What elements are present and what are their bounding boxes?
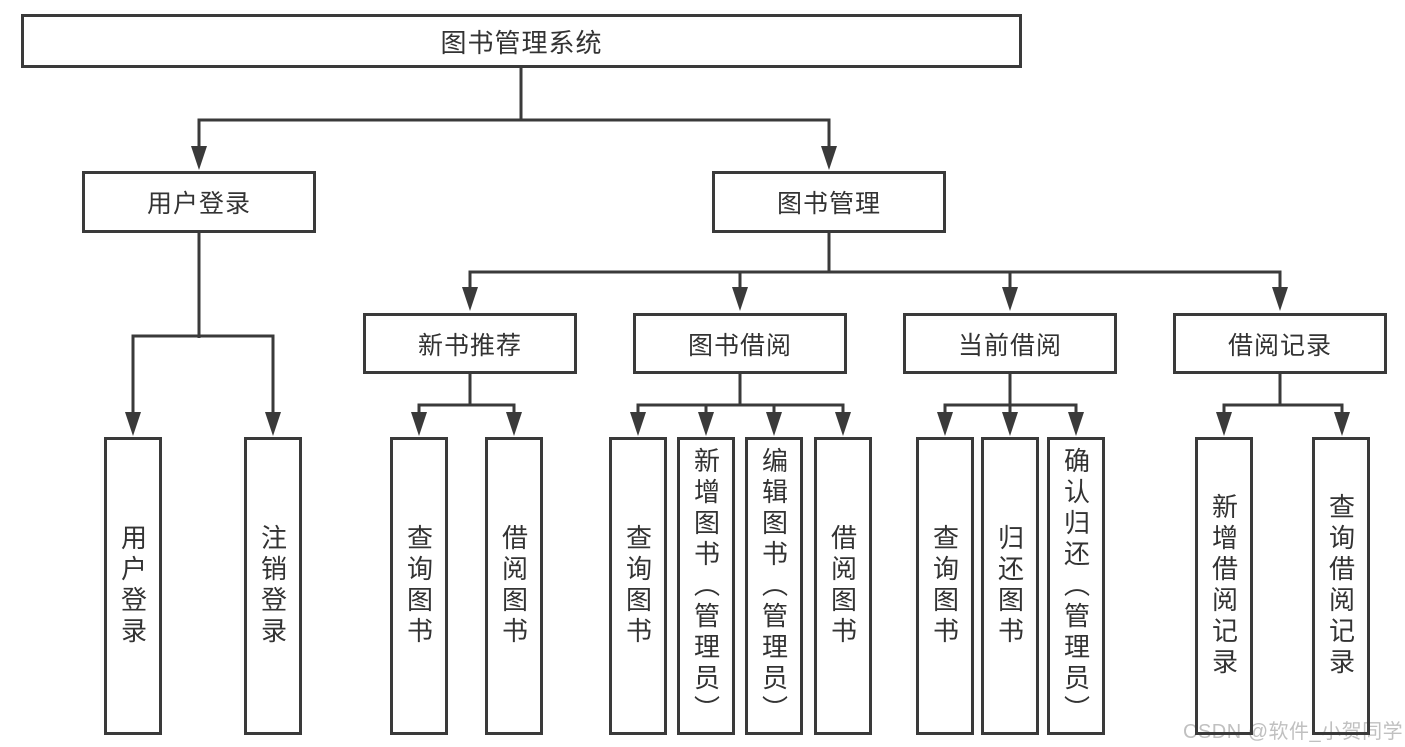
node-label: 新增图书（管理员） xyxy=(690,446,721,726)
node-current-return-books: 归还图书 xyxy=(981,437,1039,735)
node-newbooks-query-books: 查询图书 xyxy=(390,437,448,735)
connector-manage-rail xyxy=(468,270,1282,297)
arrowhead-icon xyxy=(125,412,141,436)
arrowhead-icon xyxy=(506,412,522,436)
node-current-borrow: 当前借阅 xyxy=(903,313,1117,374)
arrowhead-icon xyxy=(1002,287,1018,311)
node-borrow-borrow-books: 借阅图书 xyxy=(814,437,872,735)
connector-level1-rail xyxy=(197,118,831,152)
arrowhead-icon xyxy=(835,412,851,436)
connector-records-rail xyxy=(1222,403,1344,419)
node-label: 查询借阅记录 xyxy=(1325,493,1356,679)
node-label: 确认归还（管理员） xyxy=(1060,446,1091,726)
node-label: 图书管理 xyxy=(776,190,881,218)
watermark-text: CSDN @软件_小贺同学 xyxy=(1183,721,1404,743)
node-label: 查询图书 xyxy=(929,524,960,648)
arrowhead-icon xyxy=(732,287,748,311)
node-label: 当前借阅 xyxy=(957,331,1062,360)
node-new-book-recommend: 新书推荐 xyxy=(363,313,577,374)
node-label: 图书借阅 xyxy=(687,331,792,360)
node-borrow-query-books: 查询图书 xyxy=(609,437,667,735)
node-label: 借阅记录 xyxy=(1227,331,1332,360)
node-label: 用户登录 xyxy=(117,524,148,648)
node-current-confirm-return-admin: 确认归还（管理员） xyxy=(1047,437,1105,735)
connector-newbooks-rail xyxy=(417,403,516,419)
node-root-system: 图书管理系统 xyxy=(21,14,1022,68)
node-label: 新增借阅记录 xyxy=(1208,493,1239,679)
node-logout: 注销登录 xyxy=(244,437,302,735)
arrowhead-icon xyxy=(462,287,478,311)
connector-login-rail xyxy=(131,334,275,417)
node-label: 归还图书 xyxy=(994,524,1025,648)
arrowhead-icon xyxy=(821,146,837,170)
node-borrow-records: 借阅记录 xyxy=(1173,313,1387,374)
arrowhead-icon xyxy=(698,412,714,436)
node-label: 借阅图书 xyxy=(498,524,529,648)
node-label: 注销登录 xyxy=(257,524,288,648)
arrowhead-icon xyxy=(1068,412,1084,436)
arrowhead-icon xyxy=(1334,412,1350,436)
node-login-module: 用户登录 xyxy=(82,171,316,233)
node-label: 借阅图书 xyxy=(827,524,858,648)
node-label: 编辑图书（管理员） xyxy=(758,446,789,726)
node-label: 用户登录 xyxy=(146,190,251,218)
arrowhead-icon xyxy=(411,412,427,436)
arrowhead-icon xyxy=(1002,412,1018,436)
arrowhead-icon xyxy=(191,146,207,170)
node-borrow-add-books-admin: 新增图书（管理员） xyxy=(677,437,735,735)
arrowhead-icon xyxy=(766,412,782,436)
arrowhead-icon xyxy=(937,412,953,436)
arrowhead-icon xyxy=(1216,412,1232,436)
node-label: 查询图书 xyxy=(403,524,434,648)
node-label: 查询图书 xyxy=(622,524,653,648)
node-records-query-record: 查询借阅记录 xyxy=(1312,437,1370,735)
node-book-borrow: 图书借阅 xyxy=(633,313,847,374)
node-current-query-books: 查询图书 xyxy=(916,437,974,735)
node-borrow-edit-books-admin: 编辑图书（管理员） xyxy=(745,437,803,735)
arrowhead-icon xyxy=(630,412,646,436)
node-user-login: 用户登录 xyxy=(104,437,162,735)
node-label: 新书推荐 xyxy=(417,331,522,360)
connector-borrow-rail xyxy=(636,403,845,419)
node-records-add-record: 新增借阅记录 xyxy=(1195,437,1253,735)
node-book-management: 图书管理 xyxy=(712,171,946,233)
arrowhead-icon xyxy=(1272,287,1288,311)
node-newbooks-borrow-books: 借阅图书 xyxy=(485,437,543,735)
arrowhead-icon xyxy=(265,412,281,436)
node-label: 图书管理系统 xyxy=(440,27,603,58)
